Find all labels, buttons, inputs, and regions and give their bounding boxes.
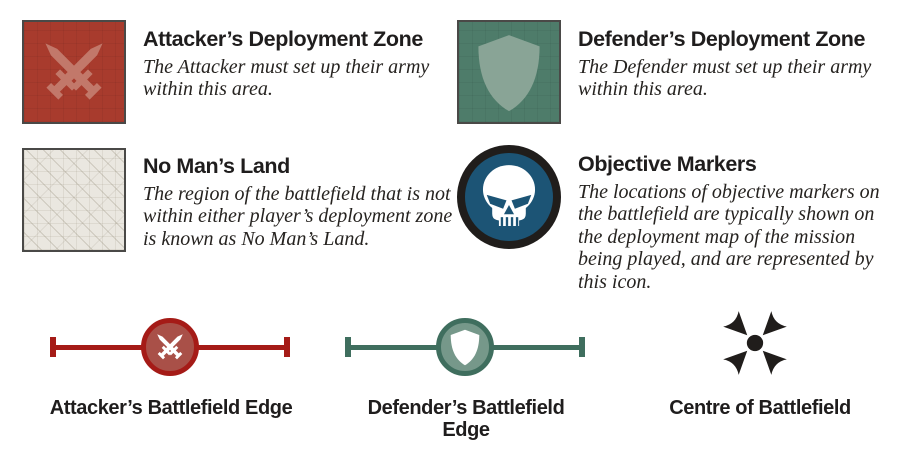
no-mans-land-title: No Man’s Land <box>143 154 290 178</box>
objective-marker-roundel <box>457 145 561 249</box>
defender-zone-title: Defender’s Deployment Zone <box>578 27 866 51</box>
attacker-edge-badge <box>141 318 199 376</box>
objective-markers-title: Objective Markers <box>578 152 757 176</box>
shield-icon <box>478 35 540 112</box>
attacker-zone-title: Attacker’s Deployment Zone <box>143 27 423 51</box>
defender-zone-swatch <box>457 20 561 124</box>
attacker-edge-right-cap <box>284 337 290 357</box>
defender-edge-badge <box>436 318 494 376</box>
attacker-zone-entry: Attacker’s Deployment Zone The Attacker … <box>143 27 446 101</box>
attacker-zone-swatch <box>22 20 126 124</box>
no-mans-land-description: The region of the battlefield that is no… <box>143 182 453 250</box>
defender-edge-label: Defender’s Battlefield Edge <box>367 397 565 441</box>
defender-edge-right-cap <box>579 337 585 357</box>
attacker-edge-left-cap <box>50 337 56 357</box>
objective-markers-entry: Objective Markers The locations of objec… <box>578 152 900 293</box>
attacker-edge-label: Attacker’s Battlefield Edge <box>49 397 293 419</box>
centre-of-battlefield-label: Centre of Battlefield <box>669 397 851 419</box>
skull-icon <box>482 165 536 226</box>
objective-markers-description: The locations of objective markers on th… <box>578 180 880 293</box>
attacker-zone-description: The Attacker must set up their army with… <box>143 55 430 101</box>
crossed-swords-icon <box>27 25 121 119</box>
attacker-battlefield-edge-marker <box>50 318 290 376</box>
defender-zone-description: The Defender must set up their army with… <box>578 55 872 101</box>
no-mans-land-swatch <box>22 148 126 252</box>
centre-of-battlefield-icon <box>723 311 787 375</box>
defender-edge-left-cap <box>345 337 351 357</box>
shield-icon <box>450 329 480 366</box>
no-mans-land-entry: No Man’s Land The region of the battlefi… <box>143 154 459 250</box>
defender-zone-entry: Defender’s Deployment Zone The Defender … <box>578 27 890 101</box>
crossed-swords-icon <box>149 326 191 368</box>
defender-battlefield-edge-marker <box>345 318 585 376</box>
